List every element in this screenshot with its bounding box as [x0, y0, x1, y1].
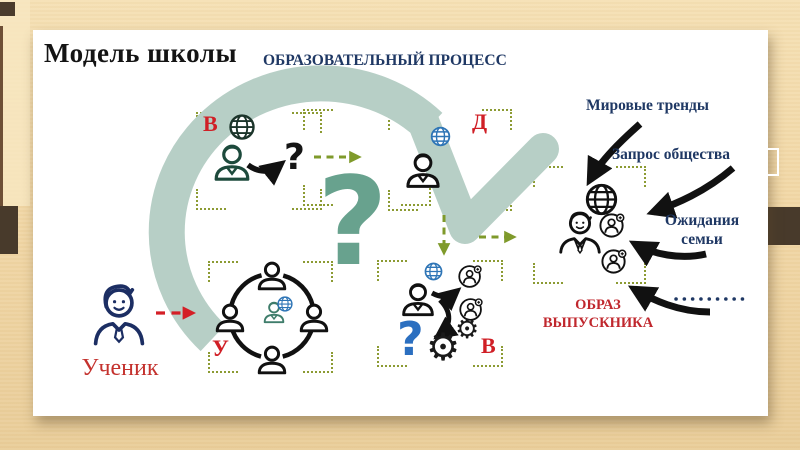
- graduate-box: [533, 166, 646, 284]
- stage-box-d: [388, 109, 512, 211]
- bracket-corner: [388, 109, 418, 130]
- stage-letter-v2: В: [481, 333, 496, 358]
- question-mark-blue: ?: [397, 312, 424, 366]
- society-request-label: Запрос общества: [612, 146, 731, 163]
- bracket-corner: [303, 109, 333, 130]
- process-heading: ОБРАЗОВАТЕЛЬНЫЙ ПРОЦЕСС: [263, 52, 507, 69]
- family-line2: семьи: [681, 230, 723, 248]
- bracket-corner: [303, 352, 333, 373]
- bracket-corner: [208, 261, 238, 282]
- family-expectations-label: Ожидания семьи: [655, 212, 749, 249]
- bracket-corner: [473, 346, 503, 367]
- right-brown-bar: [765, 207, 800, 245]
- world-trends-label: Мировые тренды: [586, 97, 709, 114]
- question-mark-small: ?: [284, 137, 305, 178]
- stage-letter-u: У: [212, 336, 229, 361]
- stage-letter-d: Д: [472, 109, 488, 134]
- graduate-image-label: ОБРАЗ ВЫПУСКНИКА: [535, 296, 661, 332]
- left-accent-line: [0, 26, 3, 206]
- left-brown-bar: [0, 206, 18, 254]
- bracket-corner: [388, 190, 418, 211]
- family-line1: Ожидания: [664, 212, 740, 229]
- stage-letter-v1: В: [203, 111, 218, 136]
- bracket-corner: [616, 263, 646, 284]
- graduate-line2: ВЫПУСКНИКА: [542, 315, 654, 332]
- bracket-corner: [196, 189, 226, 210]
- bracket-corner: [533, 263, 563, 284]
- bracket-corner: [208, 352, 238, 373]
- bracket-corner: [377, 346, 407, 367]
- question-mark-center: ?: [317, 151, 388, 293]
- bracket-corner: [616, 166, 646, 187]
- corner-accent-bar: [0, 2, 15, 16]
- slide-title: Модель школы: [44, 38, 238, 68]
- bracket-corner: [473, 260, 503, 281]
- graduate-line1: ОБРАЗ: [575, 297, 621, 313]
- background-light-column: [0, 0, 30, 206]
- edge-frame-shape: [763, 148, 779, 176]
- bracket-corner: [482, 190, 512, 211]
- student-label: Ученик: [81, 355, 159, 381]
- bracket-corner: [533, 166, 563, 187]
- gear-small-icon: ⚙: [455, 314, 480, 345]
